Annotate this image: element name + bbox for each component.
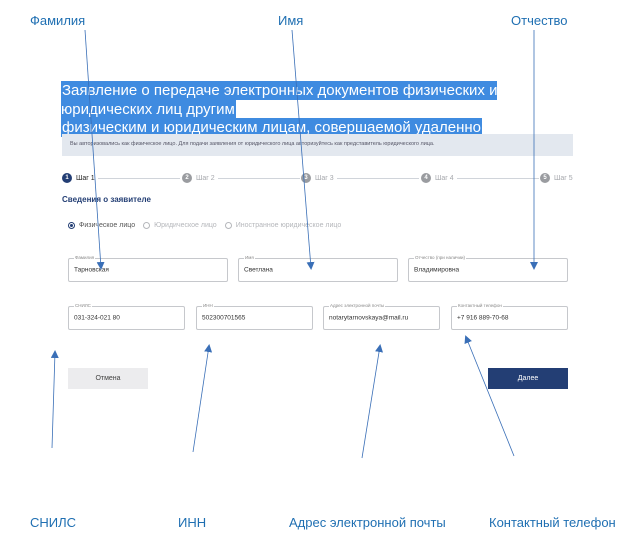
- step-connector: [98, 178, 180, 179]
- callout-phone: Контактный телефон: [489, 515, 616, 530]
- patronymic-field-label: Отчество (при наличии): [414, 255, 467, 260]
- step-connector: [218, 178, 300, 179]
- patronymic-field-value: Владимировна: [414, 266, 460, 274]
- name-field-value: Светлана: [244, 266, 273, 274]
- email-field[interactable]: Адрес электронной почты notarytarnovskay…: [323, 303, 440, 330]
- snils-field-value: 031-324-021 80: [74, 314, 120, 322]
- name-field-label: Имя: [244, 255, 255, 260]
- snils-field-label: СНИЛС: [74, 303, 92, 308]
- radio-unchecked-icon: [224, 222, 232, 229]
- arrow-inn: [192, 344, 213, 453]
- surname-field-value: Тарновская: [74, 266, 109, 274]
- inn-field-value: 502300701565: [202, 314, 246, 322]
- callout-patronymic: Отчество: [511, 13, 568, 28]
- email-field-value: notarytarnovskaya@mail.ru: [329, 314, 409, 322]
- step-connector: [457, 178, 539, 179]
- step-3-number: 3: [301, 173, 311, 183]
- radio-individual[interactable]: Физическое лицо: [68, 222, 135, 229]
- callout-email: Адрес электронной почты: [289, 515, 446, 530]
- form-title-line1: Заявление о передаче электронных докумен…: [61, 81, 498, 119]
- cancel-button[interactable]: Отмена: [68, 368, 148, 389]
- phone-field-label: Контактный телефон: [457, 303, 503, 308]
- radio-legal-entity-label: Юридическое лицо: [154, 222, 217, 229]
- step-5-label: Шаг 5: [554, 174, 573, 182]
- callout-snils: СНИЛС: [30, 515, 77, 530]
- arrow-email: [361, 344, 383, 459]
- radio-foreign-entity-label: Иностранное юридическое лицо: [235, 222, 342, 229]
- form-title-line2: физическим и юридическим лицам, совершае…: [61, 118, 483, 137]
- form-title: Заявление о передаче электронных докумен…: [61, 81, 581, 138]
- surname-field[interactable]: Фамилия Тарновская: [68, 255, 228, 282]
- step-2-number: 2: [182, 173, 192, 183]
- next-button[interactable]: Далее: [488, 368, 568, 389]
- phone-field-value: +7 916 889-70-68: [457, 314, 509, 322]
- step-5-number: 5: [540, 173, 550, 183]
- radio-individual-label: Физическое лицо: [79, 222, 136, 229]
- step-3-label: Шаг 3: [315, 174, 334, 182]
- section-title: Сведения о заявителе: [62, 195, 151, 204]
- radio-checked-icon: [68, 222, 75, 229]
- surname-field-label: Фамилия: [74, 255, 96, 260]
- step-4-number: 4: [421, 173, 431, 183]
- callout-inn: ИНН: [178, 515, 207, 530]
- phone-field[interactable]: Контактный телефон +7 916 889-70-68: [451, 303, 568, 330]
- snils-field[interactable]: СНИЛС 031-324-021 80: [68, 303, 185, 330]
- step-4[interactable]: 4 Шаг 4: [421, 173, 454, 183]
- step-1-label: Шаг 1: [76, 174, 95, 182]
- step-1-number: 1: [62, 173, 72, 183]
- step-2[interactable]: 2 Шаг 2: [182, 173, 215, 183]
- inn-field[interactable]: ИНН 502300701565: [196, 303, 313, 330]
- callout-surname: Фамилия: [30, 13, 86, 28]
- name-field[interactable]: Имя Светлана: [238, 255, 398, 282]
- step-3[interactable]: 3 Шаг 3: [301, 173, 334, 183]
- radio-legal-entity[interactable]: Юридическое лицо: [143, 222, 217, 229]
- patronymic-field[interactable]: Отчество (при наличии) Владимировна: [408, 255, 568, 282]
- radio-unchecked-icon: [143, 222, 151, 229]
- inn-field-label: ИНН: [202, 303, 214, 308]
- callout-name: Имя: [278, 13, 304, 28]
- step-4-label: Шаг 4: [435, 174, 454, 182]
- arrow-snils: [50, 350, 59, 449]
- radio-foreign-entity[interactable]: Иностранное юридическое лицо: [224, 222, 342, 229]
- step-connector: [337, 178, 419, 179]
- applicant-type-group: Физическое лицо Юридическое лицо Иностра…: [68, 222, 349, 229]
- auth-notice: Вы авторизовались как физическое лицо. Д…: [62, 134, 573, 156]
- step-1[interactable]: 1 Шаг 1: [62, 173, 95, 183]
- arrow-phone: [464, 335, 515, 457]
- step-5[interactable]: 5 Шаг 5: [540, 173, 573, 183]
- step-2-label: Шаг 2: [196, 174, 215, 182]
- email-field-label: Адрес электронной почты: [329, 303, 386, 308]
